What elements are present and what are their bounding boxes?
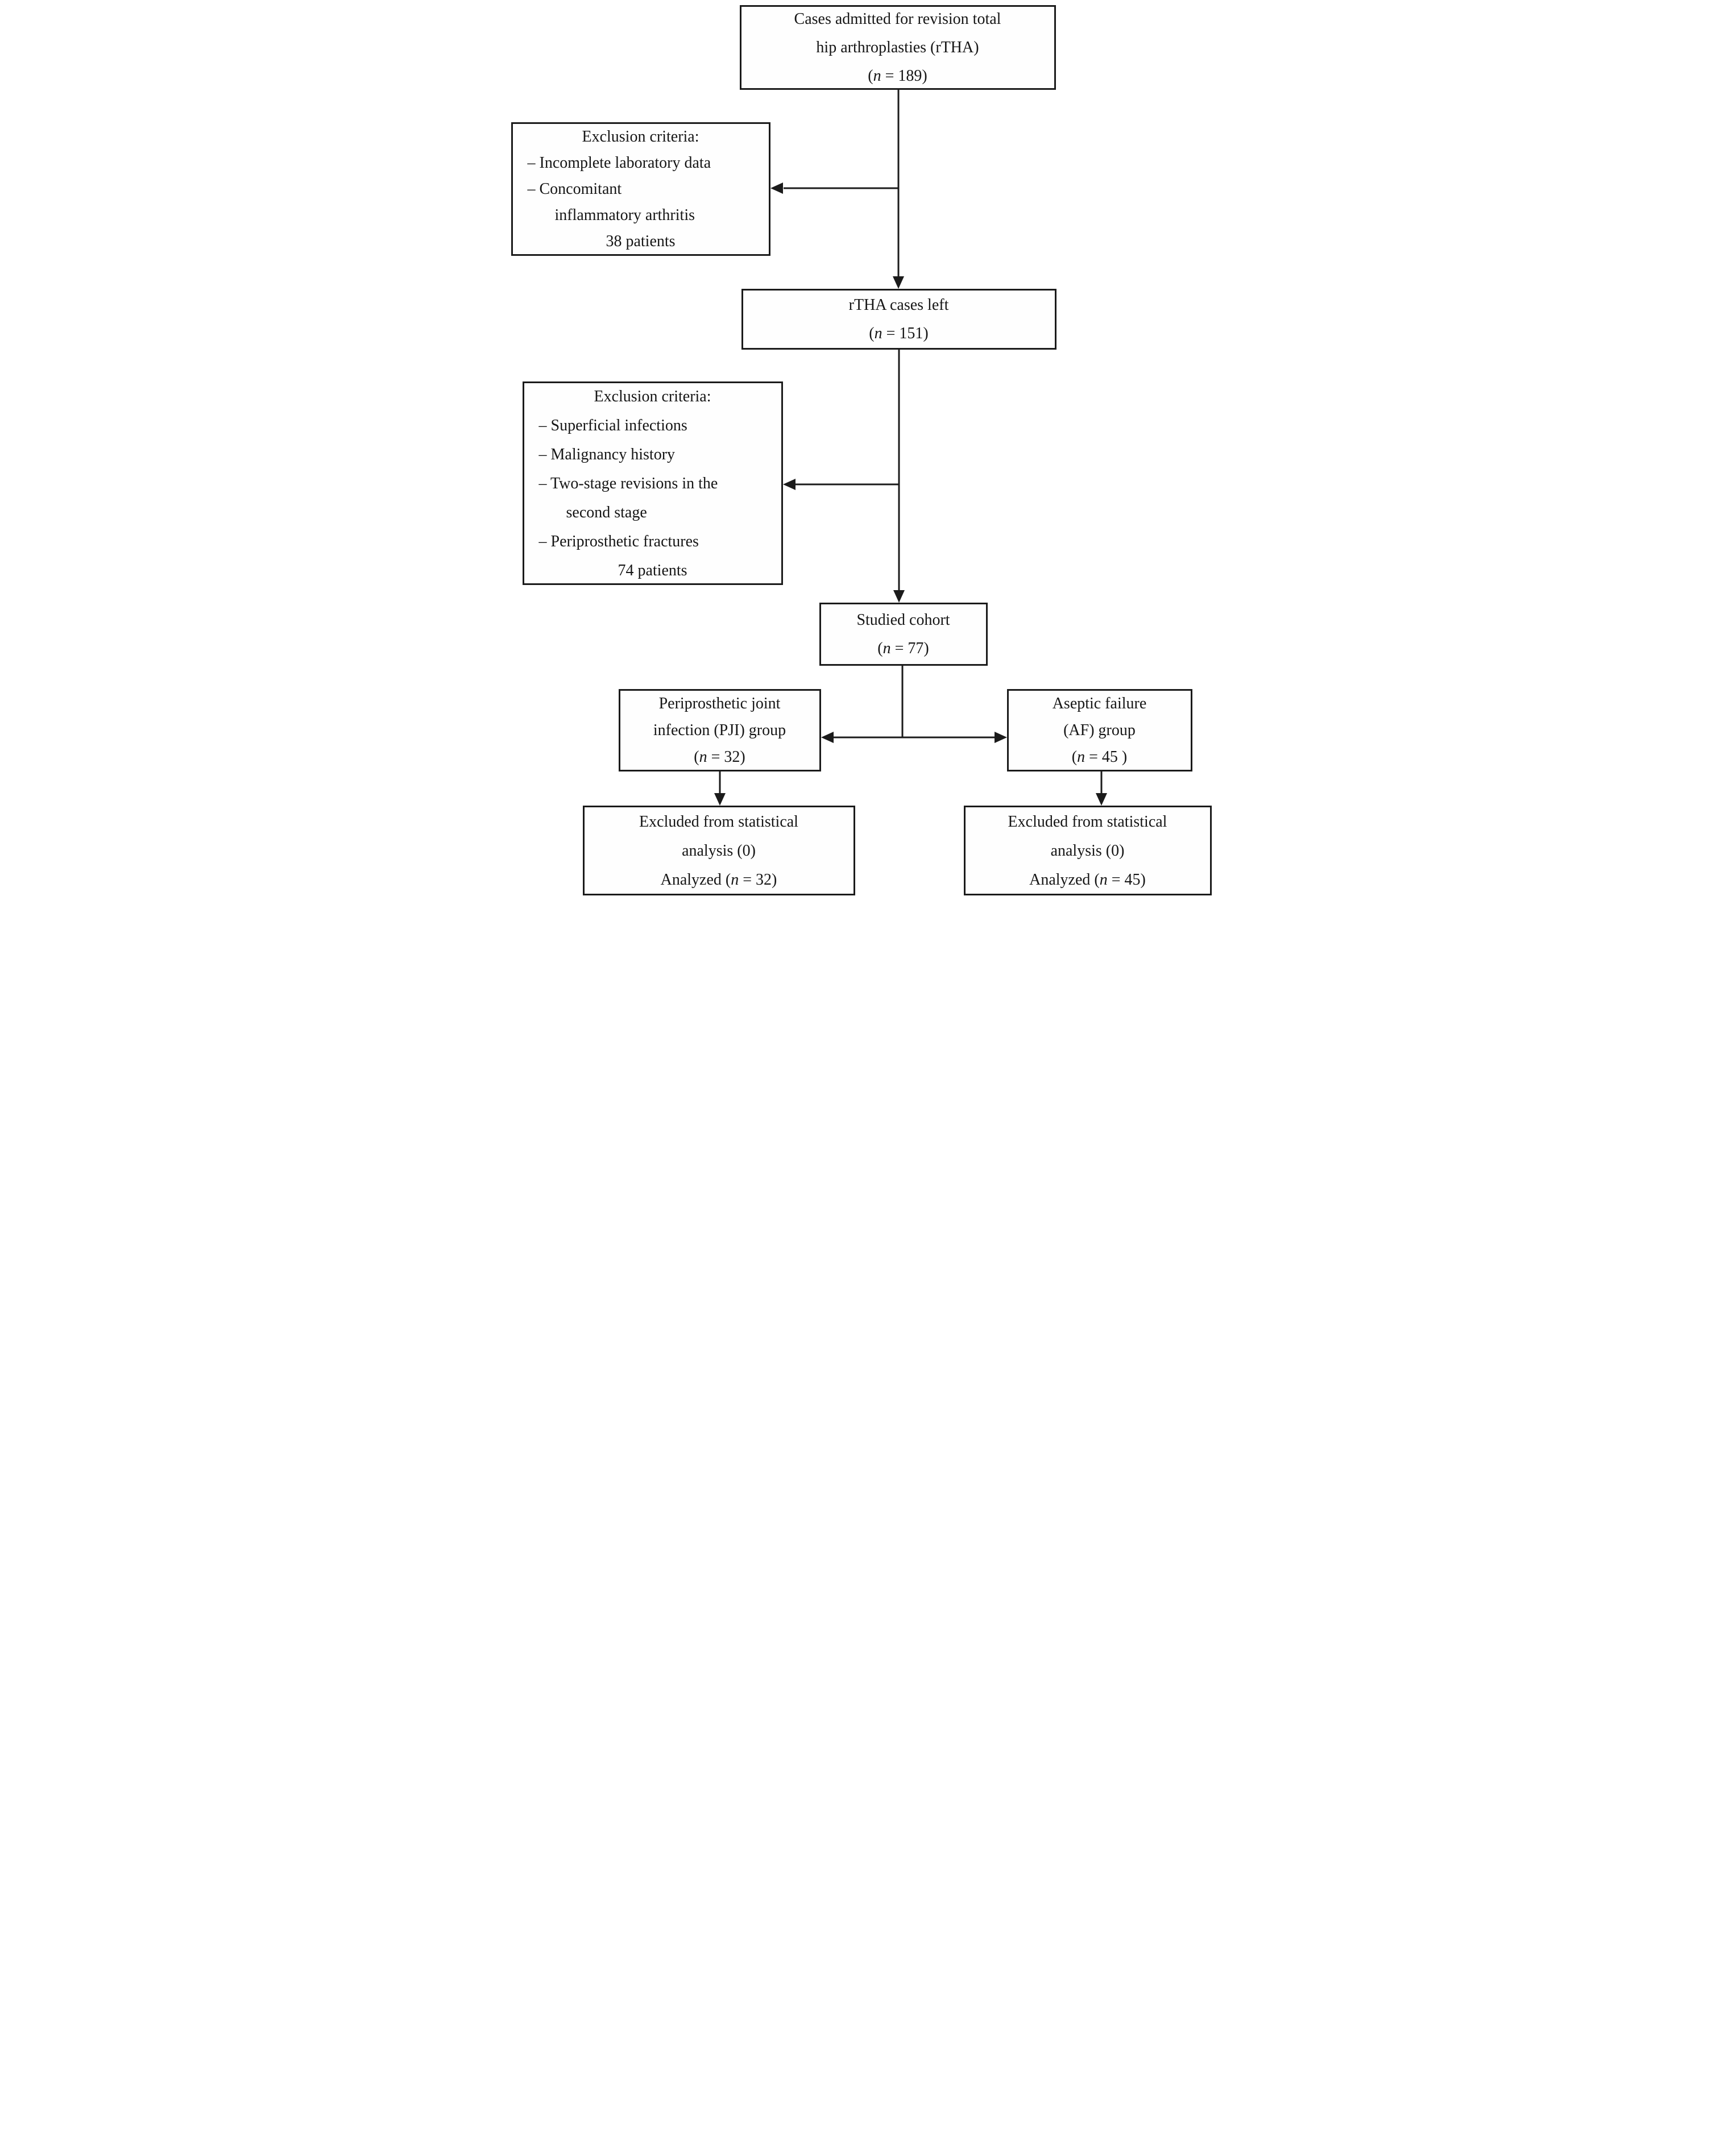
af-line2: (AF) group [1063, 721, 1136, 739]
arrowhead-down-pji-outcome [714, 793, 726, 806]
pji-outcome-line1: Excluded from statistical [639, 812, 798, 831]
n-prefix: ( [1071, 748, 1078, 766]
exclusion1-item-continuation: inflammatory arthritis [554, 206, 695, 224]
exclusion1-title: Exclusion criteria: [582, 127, 699, 146]
arrowhead-down-cohort [893, 590, 905, 603]
n-value: = 45) [1107, 870, 1146, 889]
af-line1: Aseptic failure [1052, 695, 1147, 712]
cohort-n-line: (n = 77) [821, 634, 986, 663]
exclusion2-item-continuation: second stage [566, 503, 647, 521]
n-value: = 32) [739, 870, 777, 889]
n-symbol: n [1099, 870, 1108, 889]
n-symbol: n [731, 870, 739, 889]
exclusion2-item-superficial-infections: – Superficial infections [538, 416, 687, 434]
box-pji-outcome: Excluded from statistical analysis (0) A… [582, 806, 855, 895]
box-af-group: Aseptic failure (AF) group (n = 45 ) [1006, 689, 1192, 771]
exclusion2-item-two-stage-revisions: – Two-stage revisions in the [538, 474, 718, 492]
n-symbol: n [873, 67, 881, 85]
admitted-line2: hip arthroplasties (rTHA) [816, 38, 979, 56]
box-admitted: Cases admitted for revision total hip ar… [739, 5, 1056, 90]
box-studied-cohort: Studied cohort (n = 77) [819, 603, 988, 666]
exclusion2-item-periprosthetic-fractures: – Periprosthetic fractures [538, 532, 699, 550]
exclusion1-item-incomplete-lab-data: – Incomplete laboratory data [527, 154, 711, 172]
n-symbol: n [882, 639, 891, 657]
pji-line2: infection (PJI) group [653, 721, 786, 739]
n-symbol: n [1077, 748, 1085, 766]
n-symbol: n [874, 324, 882, 342]
n-value: = 77) [890, 639, 929, 657]
admitted-n-line: (n = 189) [741, 62, 1054, 90]
connector-layer [714, 90, 1107, 806]
pji-n-line: (n = 32) [620, 744, 819, 770]
box-rtha-cases-left: rTHA cases left (n = 151) [741, 289, 1056, 350]
arrowhead-left-exclusion1 [770, 182, 783, 194]
pji-outcome-line2: analysis (0) [682, 841, 756, 860]
n-value: = 45 ) [1085, 748, 1128, 766]
admitted-line1: Cases admitted for revision total [794, 10, 1001, 28]
arrowhead-right-af [994, 732, 1007, 743]
n-value: = 32) [707, 748, 745, 766]
n-prefix: ( [868, 67, 873, 85]
flow-diagram: Cases admitted for revision total hip ar… [506, 0, 1230, 897]
box-exclusion-criteria-1: Exclusion criteria: – Incomplete laborat… [511, 122, 770, 256]
arrowhead-left-pji [821, 732, 834, 743]
analyzed-prefix: Analyzed ( [1029, 870, 1100, 889]
box-pji-group: Periprosthetic joint infection (PJI) gro… [618, 689, 821, 771]
arrowhead-down-af-outcome [1095, 793, 1107, 806]
n-value: = 151) [882, 324, 929, 342]
n-prefix: ( [694, 748, 699, 766]
arrowhead-left-exclusion2 [782, 479, 796, 490]
af-outcome-line1: Excluded from statistical [1008, 812, 1167, 831]
pji-outcome-analyzed-line: Analyzed (n = 32) [585, 865, 854, 894]
box-af-outcome: Excluded from statistical analysis (0) A… [963, 806, 1212, 895]
cohort-line1: Studied cohort [856, 611, 950, 629]
af-outcome-analyzed-line: Analyzed (n = 45) [966, 865, 1210, 894]
af-outcome-line2: analysis (0) [1050, 841, 1125, 860]
rtha-n-line: (n = 151) [743, 320, 1055, 348]
rtha-line1: rTHA cases left [848, 296, 949, 314]
analyzed-prefix: Analyzed ( [660, 870, 731, 889]
exclusion2-item-malignancy-history: – Malignancy history [538, 445, 676, 463]
box-exclusion-criteria-2: Exclusion criteria: – Superficial infect… [522, 381, 783, 585]
n-symbol: n [699, 748, 707, 766]
exclusion2-patient-count: 74 patients [618, 561, 687, 579]
pji-line1: Periprosthetic joint [658, 695, 781, 712]
n-prefix: ( [877, 639, 883, 657]
arrowhead-down-rtha [892, 276, 904, 289]
af-n-line: (n = 45 ) [1009, 744, 1191, 770]
exclusion2-title: Exclusion criteria: [594, 387, 711, 405]
exclusion1-patient-count: 38 patients [606, 232, 676, 250]
n-prefix: ( [869, 324, 875, 342]
exclusion1-item-concomitant: – Concomitant [527, 180, 622, 198]
n-value: = 189) [881, 67, 927, 85]
